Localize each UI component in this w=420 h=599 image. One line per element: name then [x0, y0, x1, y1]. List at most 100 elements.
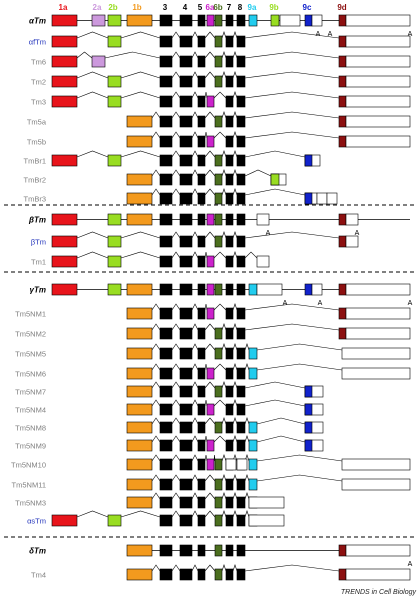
exon-1b-g10: [126, 496, 153, 509]
utr-exon-g6: [304, 421, 313, 434]
exon-1a-b1: [51, 255, 78, 268]
isoform-label-d0: Tm4: [31, 571, 46, 580]
exon-5-a6: [197, 154, 206, 167]
exon-1a-a1: [51, 55, 78, 68]
exon-8-g2: [236, 347, 246, 360]
isoform-label-g6: Tm5NM8: [15, 424, 46, 433]
splice-line-g5-5: [232, 399, 238, 407]
splice-line-g2-1: [171, 343, 181, 351]
exon-6a-g0: [206, 307, 215, 320]
splice-line-g8-3: [204, 454, 208, 462]
exon-2b-a0: [107, 35, 122, 48]
exon-4-a3: [179, 95, 193, 108]
exon-8-a5: [236, 135, 246, 148]
exon-5-a4: [197, 115, 206, 128]
exon-8-g5: [236, 403, 246, 416]
utr-extra-a8b: [326, 192, 338, 205]
exon-2b-b0: [107, 235, 122, 248]
exon-8-d0: [236, 568, 246, 581]
polya-mark-1-2: A: [266, 230, 271, 237]
splice-line-d0-1: [171, 564, 181, 572]
exon-5-a1: [197, 55, 206, 68]
exon-7-a8: [225, 192, 234, 205]
exon-5-g11: [197, 514, 206, 527]
splice-line-a6-3: [191, 150, 199, 158]
gene-utr-1-0: [256, 213, 270, 226]
exon-label-4: 4: [183, 3, 188, 12]
splice-line-g1-0: [151, 323, 161, 331]
exon-2a-a1: [91, 55, 106, 68]
exon-7-g0: [225, 307, 234, 320]
splice-line-tail-g3: [256, 363, 343, 371]
splice-line-a3-6: [232, 91, 238, 99]
splice-line-g4-6: [244, 381, 306, 389]
isoform-label-a5: Tm5b: [27, 138, 46, 147]
splice-line-a4-0: [151, 111, 161, 119]
splice-line-a7-2: [191, 169, 199, 177]
exon-2b-g1: [107, 213, 122, 226]
exon-8-a8: [236, 192, 246, 205]
exon-label-9d: 9d: [337, 3, 346, 12]
gene-label-1: βTm: [28, 216, 46, 225]
exon-2a-g0: [91, 14, 106, 27]
splice-line-g5-6: [244, 399, 306, 407]
splice-line-g0-1: [171, 303, 181, 311]
splice-line-a8-4: [221, 188, 227, 196]
exon-6b-a2: [214, 75, 223, 88]
splice-line-a1-2: [171, 51, 181, 59]
exon-3-g9: [159, 478, 173, 491]
exon-6b-b0: [214, 235, 223, 248]
splice-line-a6-6: [232, 150, 238, 158]
utr-box-b0: [345, 235, 359, 248]
utr-exon-g4: [304, 385, 313, 398]
exon-3-b0: [159, 235, 173, 248]
exon-6b-g2: [214, 283, 223, 296]
exon-4-g1: [179, 327, 193, 340]
splice-line-g6-0: [151, 417, 161, 425]
utr-box-g0: [345, 307, 411, 320]
splice-line-g0-0: [151, 303, 161, 311]
exon-6b-a6: [214, 154, 223, 167]
splice-line-g4-1: [171, 381, 181, 389]
exon-8-g4: [236, 385, 246, 398]
exon-8-a0: [236, 35, 246, 48]
polya-mark-2-3: A: [283, 300, 288, 307]
exon-8-a4: [236, 115, 246, 128]
gene-label-3: δTm: [29, 547, 46, 556]
exon-9a-g7: [248, 439, 258, 452]
splice-line-b0-4: [204, 231, 216, 239]
exon-3-g6: [159, 421, 173, 434]
exon-6b-a4: [214, 115, 223, 128]
splice-line-g11-3: [191, 510, 199, 518]
utr-box-g8: [341, 458, 411, 471]
splice-line-g10-0: [151, 492, 161, 500]
exon-4-g3: [179, 544, 193, 557]
exon-4-g3: [179, 367, 193, 380]
isoform-label-a4: Tm5a: [27, 118, 47, 127]
exon-2b-g2: [107, 283, 122, 296]
utr-exon-a8: [304, 192, 313, 205]
exon-3-g3: [159, 544, 173, 557]
exon-3-a7: [159, 173, 173, 186]
splice-line-g9-0: [151, 474, 161, 482]
splice-line-g9-5: [232, 474, 238, 482]
splice-line-g8-0: [151, 454, 161, 462]
splice-line-a6-0: [76, 150, 109, 158]
splice-line-g6-6: [244, 417, 250, 425]
splice-line-b1-1: [120, 251, 161, 259]
gene-label-0: αTm: [29, 17, 46, 26]
exon-7-g11: [225, 514, 234, 527]
exon-4-a2: [179, 75, 193, 88]
exon-1a-a0: [51, 35, 78, 48]
exon-6b-g8: [214, 458, 223, 471]
gene-utr-1-1: [345, 213, 359, 226]
splice-line-a2-7: [244, 71, 340, 79]
exon-5-g0: [197, 307, 206, 320]
splice-line-a1-7: [244, 51, 340, 59]
exon-7-d0: [225, 568, 234, 581]
exon-5-g0: [197, 14, 206, 27]
splice-line-g7-5: [232, 435, 238, 443]
exon-5-g2: [197, 283, 206, 296]
exon-3-b1: [159, 255, 173, 268]
splice-line-b0-3: [191, 231, 199, 239]
